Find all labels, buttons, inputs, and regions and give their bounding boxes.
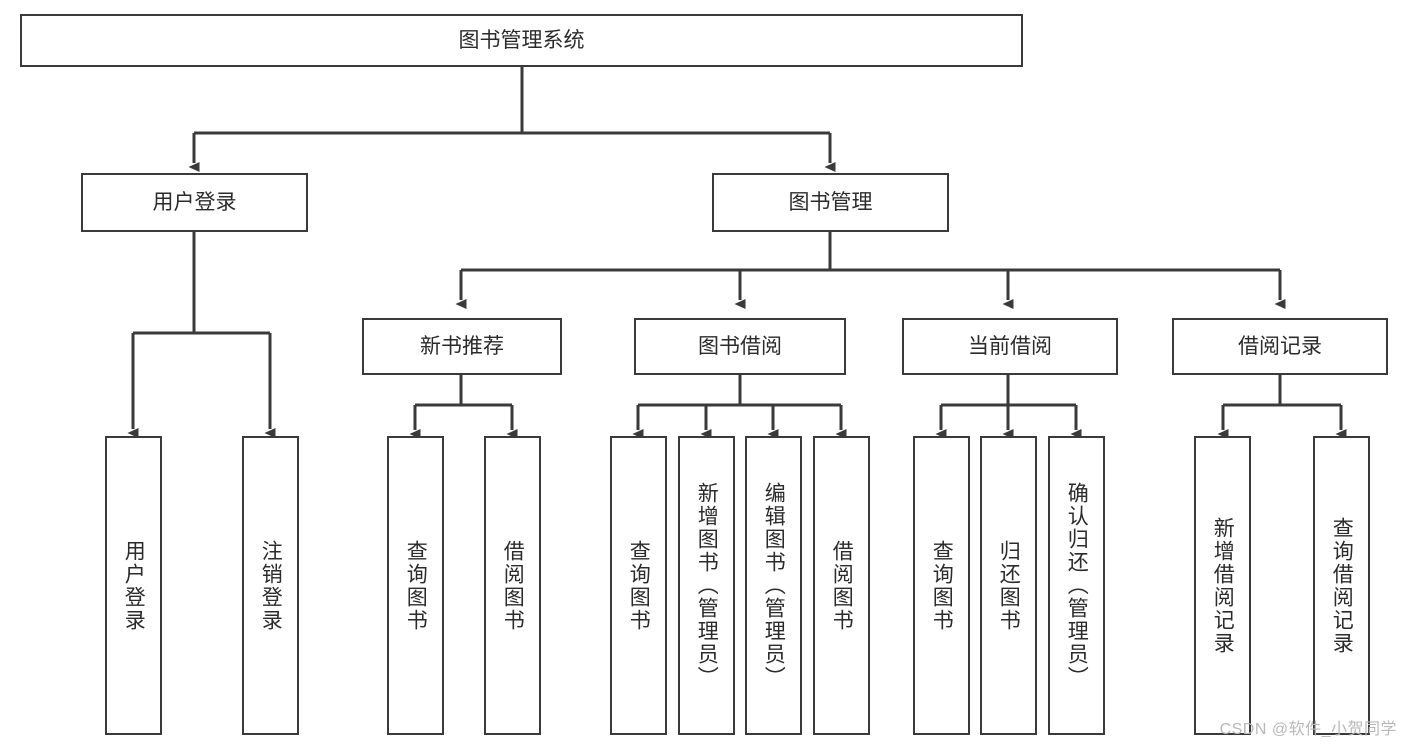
leaf-record-query-record[interactable]: 查询借阅记录 [1313,436,1370,735]
leaf-current-query-book[interactable]: 查询图书 [913,436,970,735]
node-current-borrow[interactable]: 当前借阅 [902,318,1118,375]
node-label: 借阅图书 [830,539,854,632]
node-label: 注销登录 [259,539,283,632]
leaf-recommend-borrow-book[interactable]: 借阅图书 [484,436,541,735]
node-label: 确认归还（管理员） [1065,482,1089,689]
watermark: CSDN @软件_小贺同学 [1219,721,1397,738]
node-label: 新书推荐 [420,334,504,358]
node-label: 借阅图书 [501,539,525,632]
leaf-borrow-add-book-admin[interactable]: 新增图书（管理员） [678,436,735,735]
leaf-borrow-query-book[interactable]: 查询图书 [610,436,667,735]
node-label: 归还图书 [997,539,1021,632]
node-book-management[interactable]: 图书管理 [712,173,949,232]
node-label: 图书借阅 [698,334,782,358]
node-root-book-management-system[interactable]: 图书管理系统 [20,14,1023,67]
leaf-recommend-query-book[interactable]: 查询图书 [387,436,444,735]
node-label: 用户登录 [122,539,146,632]
node-book-borrow[interactable]: 图书借阅 [634,318,846,375]
node-label: 当前借阅 [968,334,1052,358]
leaf-current-return-book[interactable]: 归还图书 [980,436,1037,735]
leaf-current-confirm-return-admin[interactable]: 确认归还（管理员） [1048,436,1105,735]
node-label: 编辑图书（管理员） [762,482,786,689]
node-label: 图书管理系统 [458,28,585,52]
node-label: 查询借阅记录 [1330,516,1354,655]
leaf-user-login-login[interactable]: 用户登录 [105,436,162,735]
node-label: 查询图书 [930,539,954,632]
node-new-book-recommend[interactable]: 新书推荐 [362,318,562,375]
node-label: 查询图书 [404,539,428,632]
node-label: 新增图书（管理员） [695,482,719,689]
node-label: 借阅记录 [1238,334,1322,358]
node-label: 用户登录 [152,190,237,214]
node-label: 新增借阅记录 [1211,516,1235,655]
node-borrow-record[interactable]: 借阅记录 [1172,318,1388,375]
leaf-user-login-logout[interactable]: 注销登录 [242,436,299,735]
node-user-login[interactable]: 用户登录 [81,173,308,232]
leaf-borrow-edit-book-admin[interactable]: 编辑图书（管理员） [745,436,802,735]
node-label: 图书管理 [788,190,873,214]
leaf-borrow-borrow-book[interactable]: 借阅图书 [813,436,870,735]
leaf-record-add-record[interactable]: 新增借阅记录 [1194,436,1251,735]
node-label: 查询图书 [627,539,651,632]
